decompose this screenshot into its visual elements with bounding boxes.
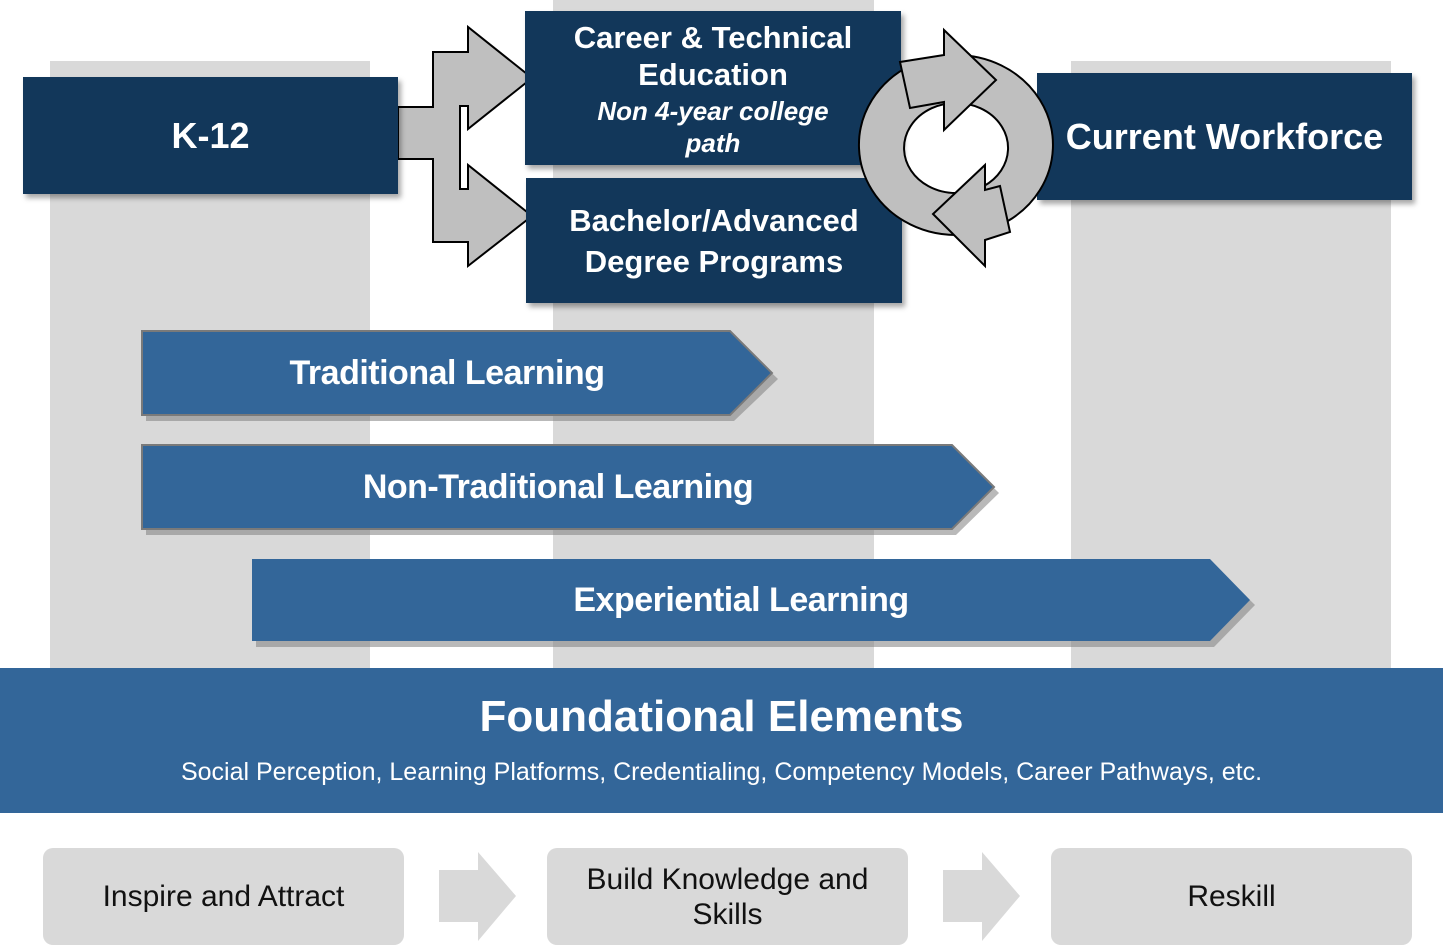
traditional-learning-band: Traditional Learning (141, 330, 778, 421)
stage-inspire-attract-label: Inspire and Attract (102, 880, 345, 913)
foundational-elements-subtitle: Social Perception, Learning Platforms, C… (180, 758, 1263, 786)
current-workforce-label: Current Workforce (1065, 115, 1384, 157)
cte-title-line2: Education (638, 57, 788, 92)
degree-line2: Degree Programs (584, 243, 844, 279)
foundational-elements-banner: Foundational Elements Social Perception,… (0, 668, 1443, 813)
traditional-learning-label: Traditional Learning (289, 354, 605, 392)
experiential-learning-band: Experiential Learning (252, 559, 1255, 647)
stage-build-knowledge-line2: Skills (692, 897, 763, 931)
non-traditional-learning-label: Non-Traditional Learning (362, 468, 754, 506)
degree-line1: Bachelor/Advanced (569, 202, 859, 238)
stage-reskill-label: Reskill (1187, 880, 1276, 913)
foundational-elements-title: Foundational Elements (479, 692, 964, 741)
career-technical-education-box: Career & Technical Education Non 4-year … (525, 11, 901, 165)
k12-label: K-12 (171, 114, 250, 156)
cte-title-line1: Career & Technical (573, 20, 853, 55)
chevron-arrow-shape (141, 330, 778, 421)
non-traditional-learning-band: Non-Traditional Learning (141, 444, 999, 535)
stage-build-knowledge-skills: Build Knowledge and Skills (547, 848, 908, 945)
cte-subtitle-line1: Non 4-year college (597, 96, 829, 126)
cte-subtitle-line2: path (685, 128, 741, 158)
stage-inspire-attract: Inspire and Attract (43, 848, 404, 945)
stage-reskill: Reskill (1051, 848, 1412, 945)
bachelor-advanced-degree-box: Bachelor/Advanced Degree Programs (526, 178, 902, 303)
chevron-arrow-shape (141, 444, 999, 535)
stage-build-knowledge-line1: Build Knowledge and (586, 862, 869, 896)
experiential-learning-label: Experiential Learning (573, 581, 909, 619)
chevron-arrow-shape (252, 559, 1255, 647)
k12-box: K-12 (23, 77, 398, 194)
current-workforce-box: Current Workforce (1037, 73, 1412, 200)
